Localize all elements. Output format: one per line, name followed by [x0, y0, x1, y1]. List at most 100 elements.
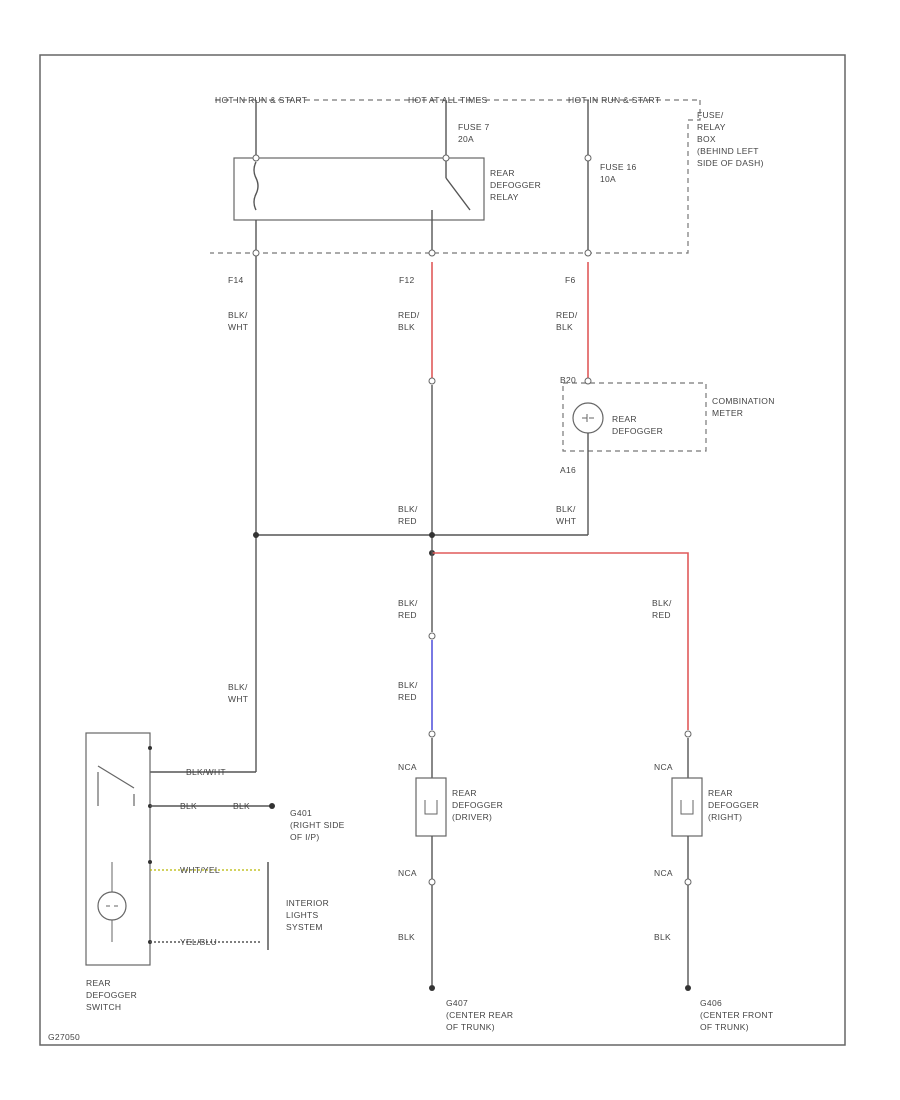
defog-driver-nca-bottom: NCA	[398, 868, 417, 878]
wire-blk-wht-2-b: WHT	[556, 516, 576, 526]
relay-coil	[253, 161, 259, 211]
fuse16-rating: 10A	[600, 174, 616, 184]
defog-right-label-2: DEFOGGER	[708, 800, 759, 810]
connector-mark	[442, 154, 450, 162]
wire-blk-wht-1-a: BLK/	[228, 310, 248, 320]
red-wire-branch	[432, 552, 689, 730]
ground-g406-icon	[685, 985, 691, 991]
relay-label-2: DEFOGGER	[490, 180, 541, 190]
rear-defogger-switch-box	[85, 732, 151, 966]
fuse-box-label-2: RELAY	[697, 122, 726, 132]
g406-label-1: G406	[700, 998, 722, 1008]
meter-label-2: METER	[712, 408, 743, 418]
wire-blk-red-4-a: BLK/	[652, 598, 672, 608]
hot-always-label: HOT AT ALL TIMES	[408, 95, 487, 105]
interior-lights-label-3: SYSTEM	[286, 922, 323, 932]
fuse7-rating: 20A	[458, 134, 474, 144]
defog-driver-nca-top: NCA	[398, 762, 417, 772]
defog-driver-label-2: DEFOGGER	[452, 800, 503, 810]
wire-blk-wht-3-b: WHT	[228, 694, 248, 704]
wire-blk-red-1-b: RED	[398, 516, 417, 526]
switch-label-2: DEFOGGER	[86, 990, 137, 1000]
wire-blk-red-1-a: BLK/	[398, 504, 418, 514]
defog-right-nca-top: NCA	[654, 762, 673, 772]
ground-g407-icon	[429, 985, 435, 991]
interior-lights-label-2: LIGHTS	[286, 910, 319, 920]
g401-label-2: (RIGHT SIDE	[290, 820, 345, 830]
wire-blk-red-2-a: BLK/	[398, 598, 418, 608]
g407-label-2: (CENTER REAR	[446, 1010, 513, 1020]
connector-mark	[428, 377, 436, 385]
wire-blk-wht-1-b: WHT	[228, 322, 248, 332]
rear-defogger-driver-box	[415, 777, 447, 837]
junction-dot-mid	[429, 532, 435, 538]
defog-driver-wire: BLK	[398, 932, 415, 942]
footer-code: G27050	[48, 1032, 80, 1042]
connector-mark	[252, 249, 260, 257]
switch-label-1: REAR	[86, 978, 111, 988]
switch-label-3: SWITCH	[86, 1002, 121, 1012]
wire-red-blk-1-a: RED/	[398, 310, 420, 320]
g401-label-3: OF I/P)	[290, 832, 320, 842]
connector-mark	[428, 249, 436, 257]
connector-mark	[584, 154, 592, 162]
g406-label-2: (CENTER FRONT	[700, 1010, 773, 1020]
defogger-indicator-lamp-icon	[572, 402, 604, 434]
wire-blk-red-4-b: RED	[652, 610, 671, 620]
defog-right-label-1: REAR	[708, 788, 733, 798]
connector-mark	[428, 878, 436, 886]
wire-blk-wht-2-a: BLK/	[556, 504, 576, 514]
g407-label-1: G407	[446, 998, 468, 1008]
connector-mark	[584, 249, 592, 257]
relay-contact-switch	[445, 177, 471, 211]
relay-label-3: RELAY	[490, 192, 519, 202]
pin-a16: A16	[560, 465, 576, 475]
junction-dot-left	[253, 532, 259, 538]
switch-contact-icon	[97, 765, 135, 806]
lamp-label-1: REAR	[612, 414, 637, 424]
switch-wire-yel-blu: YEL/BLU	[180, 937, 217, 947]
pin-f14: F14	[228, 275, 244, 285]
switch-terminal	[148, 860, 152, 864]
pin-f12: F12	[399, 275, 415, 285]
defog-right-label-3: (RIGHT)	[708, 812, 742, 822]
switch-wire-wht-yel: WHT/YEL	[180, 865, 220, 875]
fuse16-name: FUSE 16	[600, 162, 637, 172]
interior-lights-label-1: INTERIOR	[286, 898, 329, 908]
meter-label-1: COMBINATION	[712, 396, 775, 406]
connector-mark	[252, 154, 260, 162]
relay-box	[233, 157, 485, 221]
g407-label-3: OF TRUNK)	[446, 1022, 495, 1032]
wire-red-blk-2-b: BLK	[556, 322, 573, 332]
pin-b20: B20	[560, 375, 576, 385]
connector-mark	[428, 730, 436, 738]
wire-blk-wht-3-a: BLK/	[228, 682, 248, 692]
connector-mark	[584, 377, 592, 385]
switch-lamp-filament-icon	[106, 862, 118, 942]
defog-right-nca-bottom: NCA	[654, 868, 673, 878]
fuse-box-outline	[210, 100, 701, 254]
fuse-box-label-4: (BEHIND LEFT	[697, 146, 759, 156]
combination-meter-box	[562, 382, 707, 452]
g401-label-1: G401	[290, 808, 312, 818]
wire-blk-red-3-a: BLK/	[398, 680, 418, 690]
rear-defogger-driver-grid-icon	[424, 800, 438, 815]
ground-g401-icon	[269, 803, 275, 809]
switch-wire-blk-2: BLK	[233, 801, 250, 811]
relay-label-1: REAR	[490, 168, 515, 178]
wire-red-blk-2-a: RED/	[556, 310, 578, 320]
wire-blk-red-2-b: RED	[398, 610, 417, 620]
g406-label-3: OF TRUNK)	[700, 1022, 749, 1032]
defog-driver-label-1: REAR	[452, 788, 477, 798]
switch-indicator-lamp-icon	[97, 891, 127, 921]
switch-terminal	[148, 746, 152, 750]
connector-mark	[684, 730, 692, 738]
rear-defogger-right-grid-icon	[680, 800, 694, 815]
switch-wire-blk-1: BLK	[180, 801, 197, 811]
connector-mark	[428, 632, 436, 640]
diagram-frame	[39, 54, 846, 1046]
fuse-box-label-1: FUSE/	[697, 110, 724, 120]
defog-right-wire: BLK	[654, 932, 671, 942]
fuse7-name: FUSE 7	[458, 122, 490, 132]
connector-marks	[252, 154, 692, 886]
